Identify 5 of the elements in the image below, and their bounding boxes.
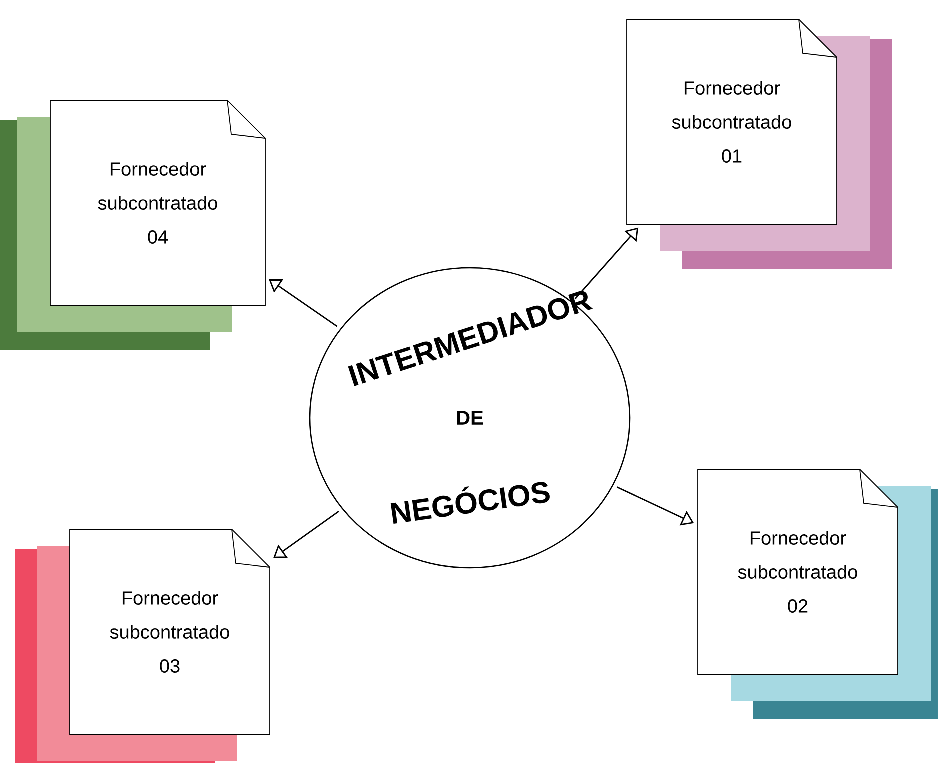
arrow: [269, 279, 338, 328]
sticky-note: Fornecedor subcontratado 03: [70, 529, 270, 735]
sticky-note: Fornecedor subcontratado 01: [626, 19, 838, 225]
sticky-note: Fornecedor subcontratado 02: [698, 469, 898, 675]
sticky-note: Fornecedor subcontratado 04: [50, 100, 266, 306]
